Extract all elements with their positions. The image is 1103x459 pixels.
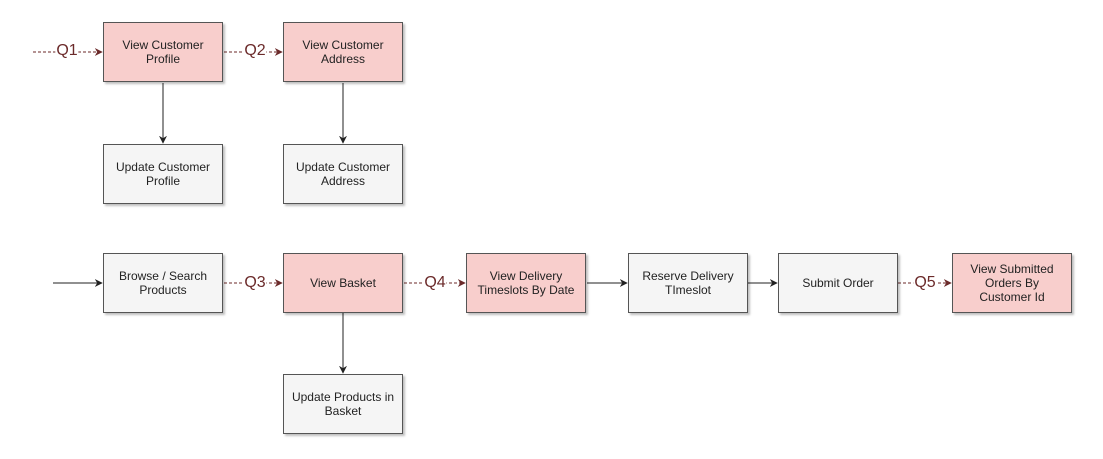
- view-submitted-orders-node[interactable]: View Submitted Orders By Customer Id: [952, 253, 1072, 313]
- q5-label: Q5: [913, 274, 937, 291]
- node-label: Browse / Search Products: [118, 269, 208, 297]
- node-label: Update Customer Address: [295, 160, 391, 188]
- node-label: View Customer Profile: [122, 38, 204, 66]
- node-label: Reserve Delivery TImeslot: [642, 269, 734, 297]
- view-customer-address-node[interactable]: View Customer Address: [283, 22, 403, 82]
- node-label: View Delivery Timeslots By Date: [477, 269, 575, 297]
- view-customer-profile-node[interactable]: View Customer Profile: [103, 22, 223, 82]
- node-label: View Customer Address: [302, 38, 384, 66]
- node-label: Update Customer Profile: [115, 160, 211, 188]
- q1-label: Q1: [55, 42, 79, 59]
- reserve-delivery-timeslot-node[interactable]: Reserve Delivery TImeslot: [628, 253, 748, 313]
- browse-search-products-node[interactable]: Browse / Search Products: [103, 253, 223, 313]
- view-basket-node[interactable]: View Basket: [283, 253, 403, 313]
- view-delivery-timeslots-node[interactable]: View Delivery Timeslots By Date: [466, 253, 586, 313]
- q2-label: Q2: [243, 42, 267, 59]
- update-customer-address-node[interactable]: Update Customer Address: [283, 144, 403, 204]
- update-customer-profile-node[interactable]: Update Customer Profile: [103, 144, 223, 204]
- q4-label: Q4: [423, 274, 447, 291]
- q3-label: Q3: [243, 274, 267, 291]
- node-label: View Submitted Orders By Customer Id: [970, 262, 1054, 304]
- submit-order-node[interactable]: Submit Order: [778, 253, 898, 313]
- node-label: Submit Order: [802, 276, 874, 290]
- node-label: Update Products in Basket: [291, 390, 395, 418]
- update-products-in-basket-node[interactable]: Update Products in Basket: [283, 374, 403, 434]
- node-label: View Basket: [310, 276, 376, 290]
